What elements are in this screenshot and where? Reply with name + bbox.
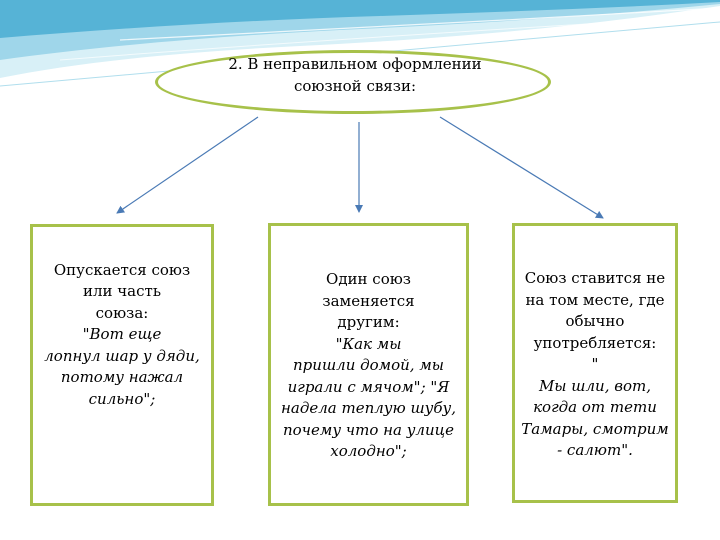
arrow-right [439, 116, 604, 219]
box-replacement: Один союз заменяется другим: "Как мы при… [268, 223, 469, 506]
box-misplacement: Союз ставится не на том месте, где обычн… [512, 223, 678, 503]
box-omission-lead: Опускается союз или часть союза: [53, 260, 191, 322]
top-node-ellipse [155, 50, 551, 114]
box-replacement-text: Один союз заменяется другим: "Как мы при… [281, 269, 456, 463]
box-omission: Опускается союз или часть союза: "Вот ещ… [30, 224, 214, 506]
box-misplacement-text: Союз ставится не на том месте, где обычн… [521, 268, 668, 462]
box-replacement-example: "Как мы пришли домой, мы играли с мячом"… [281, 334, 456, 461]
box-replacement-lead: Один союз заменяется другим: [322, 270, 415, 331]
box-omission-text: Опускается союз или часть союза: "Вот ещ… [44, 260, 200, 411]
header-wave-decoration [0, 0, 720, 87]
box-misplacement-lead: Союз ставится не на том месте, где обычн… [524, 269, 666, 352]
box-misplacement-example: " Мы шли, вот, когда от тети Тамары, смо… [521, 355, 669, 459]
arrow-left [116, 116, 259, 214]
top-node-text: 2. В неправильном оформлении союзной свя… [228, 55, 482, 95]
box-omission-example: "Вот еще лопнул шар у дяди, потому нажал… [44, 325, 200, 408]
